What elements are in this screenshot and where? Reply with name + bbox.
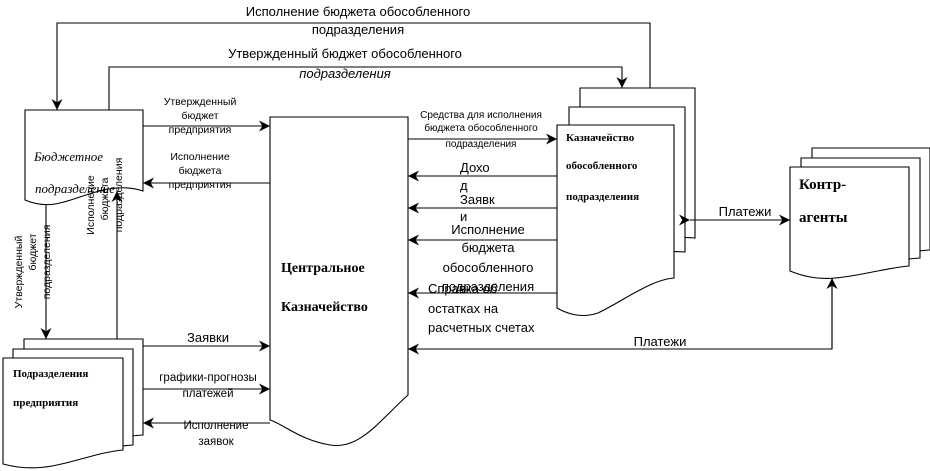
execution-branch-label-4: подразделения bbox=[442, 279, 534, 294]
vertical-approved-label-2: бюджет bbox=[27, 233, 39, 270]
approved-enterprise-label-3: предприятия bbox=[169, 124, 232, 136]
budget-unit-box bbox=[24, 109, 144, 206]
income-label-1: Дохо bbox=[460, 160, 490, 175]
vertical-execution-label-1: Исполнение bbox=[85, 175, 97, 235]
enterprise-units-box bbox=[2, 357, 124, 469]
counterparties-label-1: Контр- bbox=[799, 177, 846, 193]
approved-enterprise-label-1: Утвержденный bbox=[164, 96, 237, 108]
execution-requests-label-2: заявок bbox=[198, 436, 234, 448]
vertical-execution-label: Исполнение бюджета подразделения bbox=[85, 158, 125, 235]
counterparties-label-2: агенты bbox=[799, 210, 848, 226]
execution-enterprise-label-1: Исполнение bbox=[170, 151, 230, 163]
vertical-approved-label-1: Утвержденный bbox=[13, 236, 25, 309]
counterparties-box bbox=[789, 166, 910, 279]
forecast-label-1: графики-прогнозы bbox=[159, 372, 257, 384]
central-treasury-label-1: Центральное bbox=[281, 261, 365, 276]
enterprise-units-label-1: Подразделения bbox=[13, 368, 88, 380]
branch-treasury-label-1: Казначейство bbox=[566, 132, 635, 144]
branch-treasury-box bbox=[556, 124, 675, 317]
vertical-approved-label: Утвержденный бюджет подразделения bbox=[13, 225, 53, 309]
branch-treasury-label-3: подразделения bbox=[566, 191, 639, 203]
top-approved-arrow bbox=[108, 66, 628, 110]
top-execution-arrow bbox=[51, 22, 651, 110]
central-treasury-label-2: Казначейство bbox=[281, 300, 368, 315]
execution-enterprise-label-3: предприятия bbox=[169, 179, 232, 191]
central-treasury-box bbox=[269, 116, 409, 447]
requests-right-label-2: и bbox=[460, 209, 467, 224]
requests-left-label: Заявки bbox=[187, 330, 229, 345]
income-label-2: д bbox=[460, 178, 468, 193]
execution-branch-label-1: Исполнение bbox=[451, 222, 525, 237]
top-approved-label-2: подразделения bbox=[299, 66, 391, 81]
execution-enterprise-label-2: бюджета bbox=[179, 165, 222, 177]
balances-label-2: остатках на bbox=[428, 301, 499, 316]
execution-branch-label-3: обособленного bbox=[443, 260, 534, 275]
payments-right-label: Платежи bbox=[719, 204, 772, 219]
branch-treasury-label-2: обособленного bbox=[566, 160, 638, 172]
forecast-label-2: платежей bbox=[183, 388, 234, 400]
balances-label-1: Справка об bbox=[428, 281, 497, 296]
funds-execution-label-2: бюджета обособленного bbox=[424, 122, 538, 134]
funds-execution-label-1: Средства для исполнения bbox=[420, 110, 542, 121]
requests-right-label-1: Заявк bbox=[460, 192, 495, 207]
top-approved-label-1: Утвержденный бюджет обособленного bbox=[228, 46, 462, 61]
payments-bottom-label: Платежи bbox=[634, 334, 687, 349]
top-execution-label-2: подразделения bbox=[312, 22, 404, 37]
vertical-approved-label-3: подразделения bbox=[41, 225, 53, 300]
execution-branch-label-2: бюджета bbox=[461, 240, 515, 255]
balances-label-3: расчетных счетах bbox=[428, 320, 535, 335]
enterprise-units-label-2: предприятия bbox=[13, 397, 78, 409]
vertical-execution-label-3: подразделения bbox=[113, 158, 125, 233]
top-execution-label-1: Исполнение бюджета обособленного bbox=[246, 4, 470, 19]
approved-enterprise-label-2: бюджет bbox=[181, 110, 218, 122]
execution-requests-label-1: Исполнение bbox=[183, 420, 248, 432]
budget-unit-label-1: Бюджетное bbox=[33, 149, 103, 164]
funds-execution-label-3: подразделения bbox=[446, 139, 517, 150]
vertical-execution-label-2: бюджета bbox=[99, 177, 111, 220]
budget-unit-label-2: подразделение bbox=[35, 181, 115, 196]
